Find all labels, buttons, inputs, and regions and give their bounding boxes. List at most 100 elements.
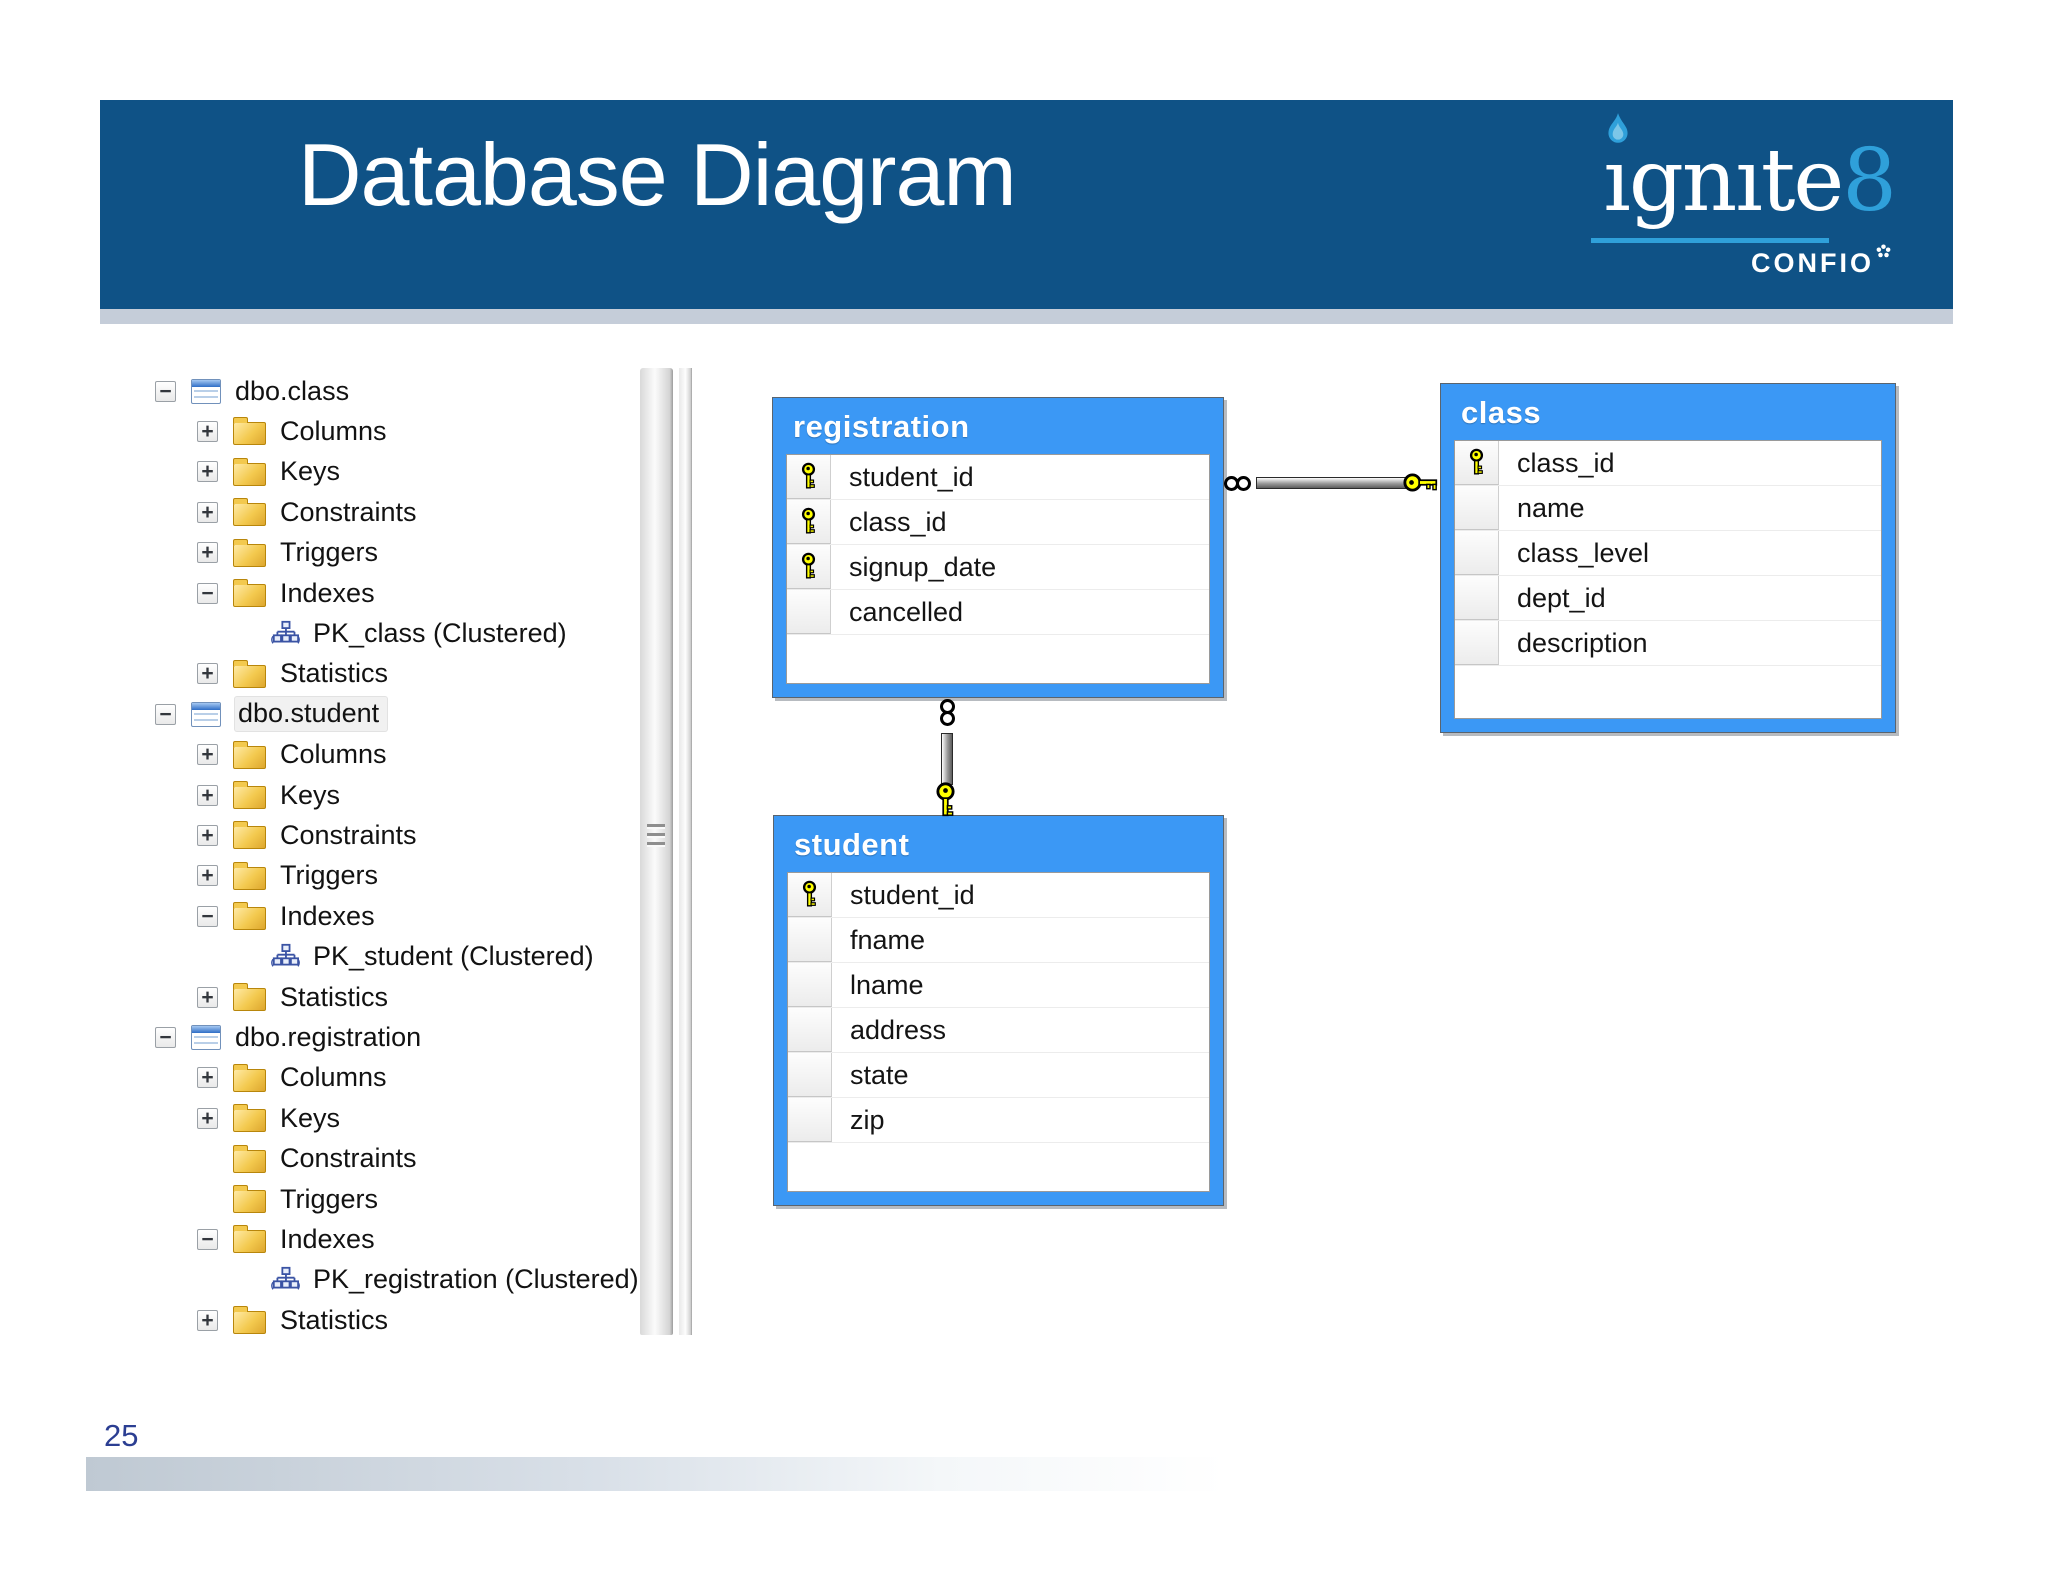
tree-item-label: Constraints	[280, 496, 417, 527]
expand-icon[interactable]: +	[197, 744, 218, 766]
row-selector-cell[interactable]	[787, 590, 831, 634]
tree-item-pk-class-clustered[interactable]: PK_class (Clustered)	[271, 613, 567, 653]
field-row-lname[interactable]: lname	[788, 963, 1209, 1008]
primary-key-cell[interactable]	[787, 545, 831, 589]
tree-item-constraints[interactable]: + Constraints	[197, 492, 417, 532]
field-row-dept-id[interactable]: dept_id	[1455, 576, 1881, 621]
tree-item-constraints[interactable]: +Constraints	[197, 815, 417, 855]
field-row-state[interactable]: state	[788, 1053, 1209, 1098]
tree-item-triggers[interactable]: +Triggers	[197, 533, 378, 573]
row-selector-cell[interactable]	[1455, 486, 1499, 530]
primary-key-cell[interactable]	[1455, 441, 1499, 485]
row-selector-cell[interactable]	[1455, 621, 1499, 665]
splitter-bar-thin[interactable]	[679, 368, 692, 1335]
field-row-fname[interactable]: fname	[788, 918, 1209, 963]
expand-icon[interactable]: +	[197, 784, 218, 806]
row-selector-cell[interactable]	[788, 918, 832, 962]
expand-icon[interactable]: +	[197, 824, 218, 846]
expand-icon[interactable]: +	[197, 542, 218, 564]
field-row-student-id[interactable]: student_id	[788, 873, 1209, 918]
tree-item-indexes[interactable]: −Indexes	[197, 573, 375, 613]
field-row-zip[interactable]: zip	[788, 1098, 1209, 1143]
brand-suffix: 8	[1842, 131, 1897, 231]
tree-item-label: Indexes	[280, 900, 375, 931]
tree-item-label: dbo.class	[235, 375, 350, 406]
row-selector-cell[interactable]	[788, 1053, 832, 1097]
folder-icon	[233, 1144, 266, 1173]
row-selector-cell[interactable]	[788, 963, 832, 1007]
primary-key-cell[interactable]	[788, 873, 832, 917]
brand-logo: ıgnıte8 CONFIO	[1569, 106, 1909, 304]
expand-icon[interactable]: +	[197, 1067, 218, 1089]
tree-item-label: PK_class (Clustered)	[313, 617, 567, 648]
tree-item-pk-registration-clustered[interactable]: PK_registration (Clustered)	[271, 1260, 639, 1300]
subbrand-label: CONFIO	[1751, 248, 1874, 278]
tree-item-statistics[interactable]: +Statistics	[197, 1300, 388, 1340]
row-selector-cell[interactable]	[788, 1098, 832, 1142]
tree-item-indexes[interactable]: −Indexes	[197, 1219, 375, 1259]
tree-item-dbo-student[interactable]: −dbo.student	[155, 694, 388, 734]
field-row-class-level[interactable]: class_level	[1455, 531, 1881, 576]
tree-item-statistics[interactable]: +Statistics	[197, 977, 388, 1017]
row-selector-cell[interactable]	[1455, 531, 1499, 575]
field-row-cancelled[interactable]: cancelled	[787, 590, 1209, 635]
tree-item-statistics[interactable]: +Statistics	[197, 654, 388, 694]
collapse-icon[interactable]: −	[155, 380, 176, 402]
tree-item-constraints[interactable]: Constraints	[197, 1139, 417, 1179]
splitter-bar[interactable]	[640, 368, 673, 1335]
collapse-icon[interactable]: −	[155, 1026, 176, 1048]
row-selector-cell[interactable]	[788, 1008, 832, 1052]
tree-item-triggers[interactable]: Triggers	[197, 1179, 378, 1219]
tree-item-keys[interactable]: +Keys	[197, 1098, 340, 1138]
relationship-line-registration-class[interactable]	[1256, 477, 1408, 489]
expand-icon[interactable]: +	[197, 461, 218, 483]
tree-item-keys[interactable]: +Keys	[197, 452, 340, 492]
tree-item-pk-student-clustered[interactable]: PK_student (Clustered)	[271, 937, 594, 977]
expander-spacer	[197, 1189, 218, 1210]
expand-icon[interactable]: +	[197, 865, 218, 887]
expand-icon[interactable]: +	[197, 501, 218, 523]
tree-item-dbo-class[interactable]: − dbo.class	[155, 371, 349, 411]
tree-item-columns[interactable]: +Columns	[197, 411, 387, 451]
field-row-address[interactable]: address	[788, 1008, 1209, 1053]
tree-item-columns[interactable]: +Columns	[197, 1058, 387, 1098]
collapse-icon[interactable]: −	[197, 905, 218, 927]
tree-item-keys[interactable]: +Keys	[197, 775, 340, 815]
field-name: class_id	[1517, 447, 1615, 478]
primary-key-cell[interactable]	[787, 455, 831, 499]
flame-icon	[1605, 112, 1631, 151]
field-name: class_level	[1517, 537, 1650, 568]
field-row-signup-date[interactable]: signup_date	[787, 545, 1209, 590]
table-title[interactable]: registration	[793, 409, 970, 444]
field-row-description[interactable]: description	[1455, 621, 1881, 666]
relationship-line-registration-student[interactable]	[941, 733, 953, 785]
table-title[interactable]: class	[1461, 395, 1542, 430]
field-row-class-id[interactable]: class_id	[1455, 441, 1881, 486]
expand-icon[interactable]: +	[197, 1309, 218, 1331]
cardinality-one-key-icon	[933, 781, 958, 826]
field-row-student-id[interactable]: student_id	[787, 455, 1209, 500]
collapse-icon[interactable]: −	[155, 703, 176, 725]
tree-item-columns[interactable]: +Columns	[197, 735, 387, 775]
key-icon	[801, 507, 816, 534]
tree-item-label: dbo.registration	[235, 1021, 422, 1052]
primary-key-cell[interactable]	[787, 500, 831, 544]
expand-icon[interactable]: +	[197, 1107, 218, 1129]
field-row-name[interactable]: name	[1455, 486, 1881, 531]
tree-item-triggers[interactable]: +Triggers	[197, 856, 378, 896]
collapse-icon[interactable]: −	[197, 1228, 218, 1250]
expand-icon[interactable]: +	[197, 663, 218, 685]
expand-icon[interactable]: +	[197, 986, 218, 1008]
row-selector-cell[interactable]	[1455, 576, 1499, 620]
tree-item-dbo-registration[interactable]: − dbo.registration	[155, 1017, 421, 1057]
collapse-icon[interactable]: −	[197, 582, 218, 604]
field-row-class-id[interactable]: class_id	[787, 500, 1209, 545]
expand-icon[interactable]: +	[197, 420, 218, 442]
table-title[interactable]: student	[794, 827, 910, 862]
tree-item-indexes[interactable]: − Indexes	[197, 896, 375, 936]
field-name: signup_date	[849, 551, 997, 582]
